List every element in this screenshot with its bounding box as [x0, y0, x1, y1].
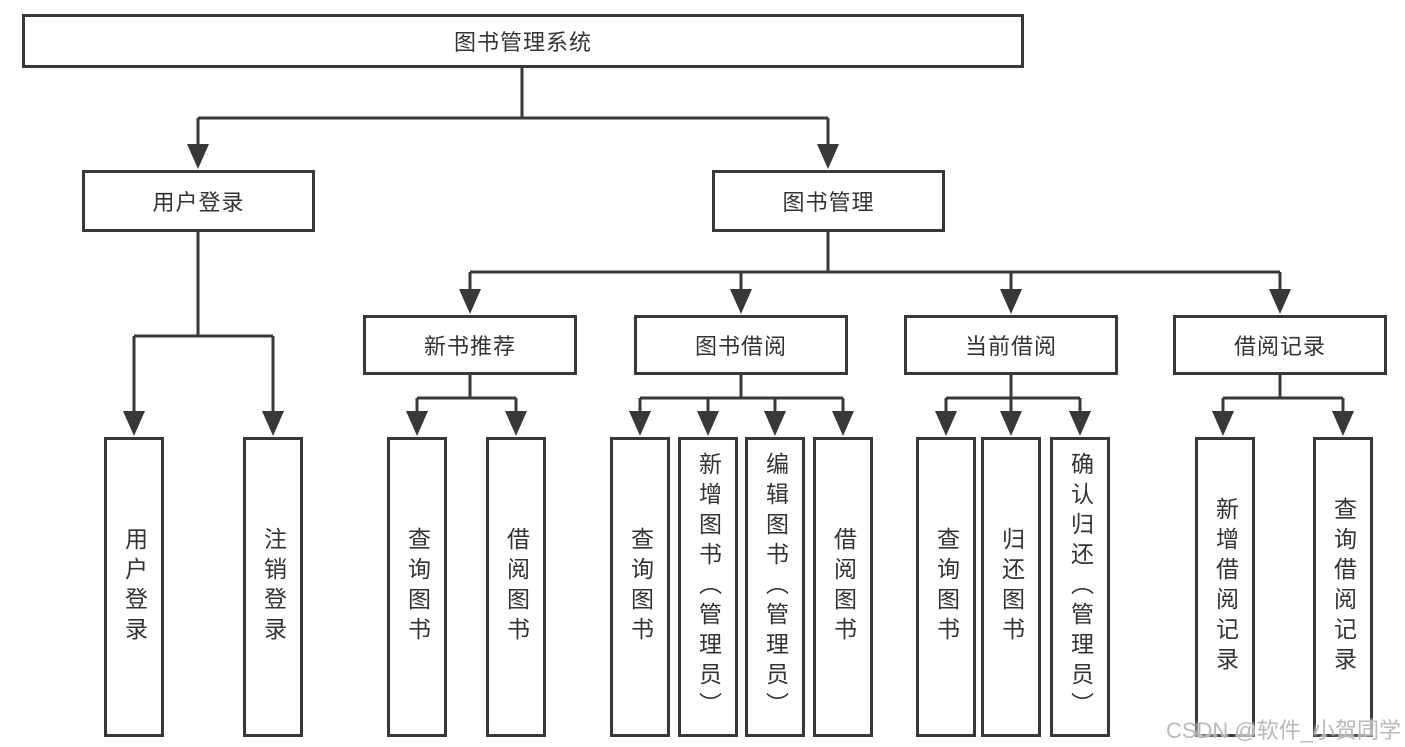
node-new-book-recommend: 新书推荐 — [363, 315, 577, 375]
node-label: 图书借阅 — [694, 334, 787, 359]
node-label: 查询图书 — [404, 527, 431, 647]
leaf-query-borrow-record: 查询借阅记录 — [1313, 437, 1373, 737]
node-label: 借阅图书 — [503, 527, 530, 647]
node-label: 确认归还（管理员） — [1067, 452, 1094, 722]
node-label: 注销登录 — [260, 527, 287, 647]
csdn-watermark: CSDN @软件_小贺同学 — [1165, 718, 1401, 743]
leaf-add-books-admin: 新增图书（管理员） — [678, 437, 738, 737]
leaf-logout: 注销登录 — [243, 437, 303, 737]
node-label: 新书推荐 — [423, 334, 516, 359]
node-label: 新增借阅记录 — [1212, 497, 1239, 677]
node-label: 当前借阅 — [964, 334, 1057, 359]
node-label: 借阅记录 — [1233, 334, 1326, 359]
leaf-return-books: 归还图书 — [981, 437, 1041, 737]
node-user-login: 用户登录 — [82, 170, 315, 232]
leaf-query-books-current: 查询图书 — [916, 437, 976, 737]
node-label: 编辑图书（管理员） — [762, 452, 789, 722]
leaf-borrow-books-recommend: 借阅图书 — [486, 437, 546, 737]
node-label: 查询图书 — [627, 527, 654, 647]
node-label: 新增图书（管理员） — [695, 452, 722, 722]
leaf-query-books-recommend: 查询图书 — [387, 437, 447, 737]
node-label: 用户登录 — [152, 190, 245, 215]
node-borrow-records: 借阅记录 — [1173, 315, 1387, 375]
node-label: 借阅图书 — [830, 527, 857, 647]
leaf-borrow-books: 借阅图书 — [813, 437, 873, 737]
node-label: 查询借阅记录 — [1330, 497, 1357, 677]
leaf-query-books-borrow: 查询图书 — [610, 437, 670, 737]
node-label: 图书管理 — [782, 190, 875, 215]
node-library-management-system: 图书管理系统 — [22, 14, 1024, 68]
node-label: 归还图书 — [998, 527, 1025, 647]
leaf-user-login: 用户登录 — [104, 437, 164, 737]
node-label: 用户登录 — [121, 527, 148, 647]
node-label: 查询图书 — [933, 527, 960, 647]
node-label: 图书管理系统 — [453, 30, 592, 55]
leaf-confirm-return-admin: 确认归还（管理员） — [1050, 437, 1110, 737]
node-book-management: 图书管理 — [712, 170, 945, 232]
leaf-edit-books-admin: 编辑图书（管理员） — [745, 437, 805, 737]
node-book-borrow: 图书借阅 — [634, 315, 848, 375]
leaf-add-borrow-record: 新增借阅记录 — [1195, 437, 1255, 737]
node-current-borrow: 当前借阅 — [904, 315, 1118, 375]
